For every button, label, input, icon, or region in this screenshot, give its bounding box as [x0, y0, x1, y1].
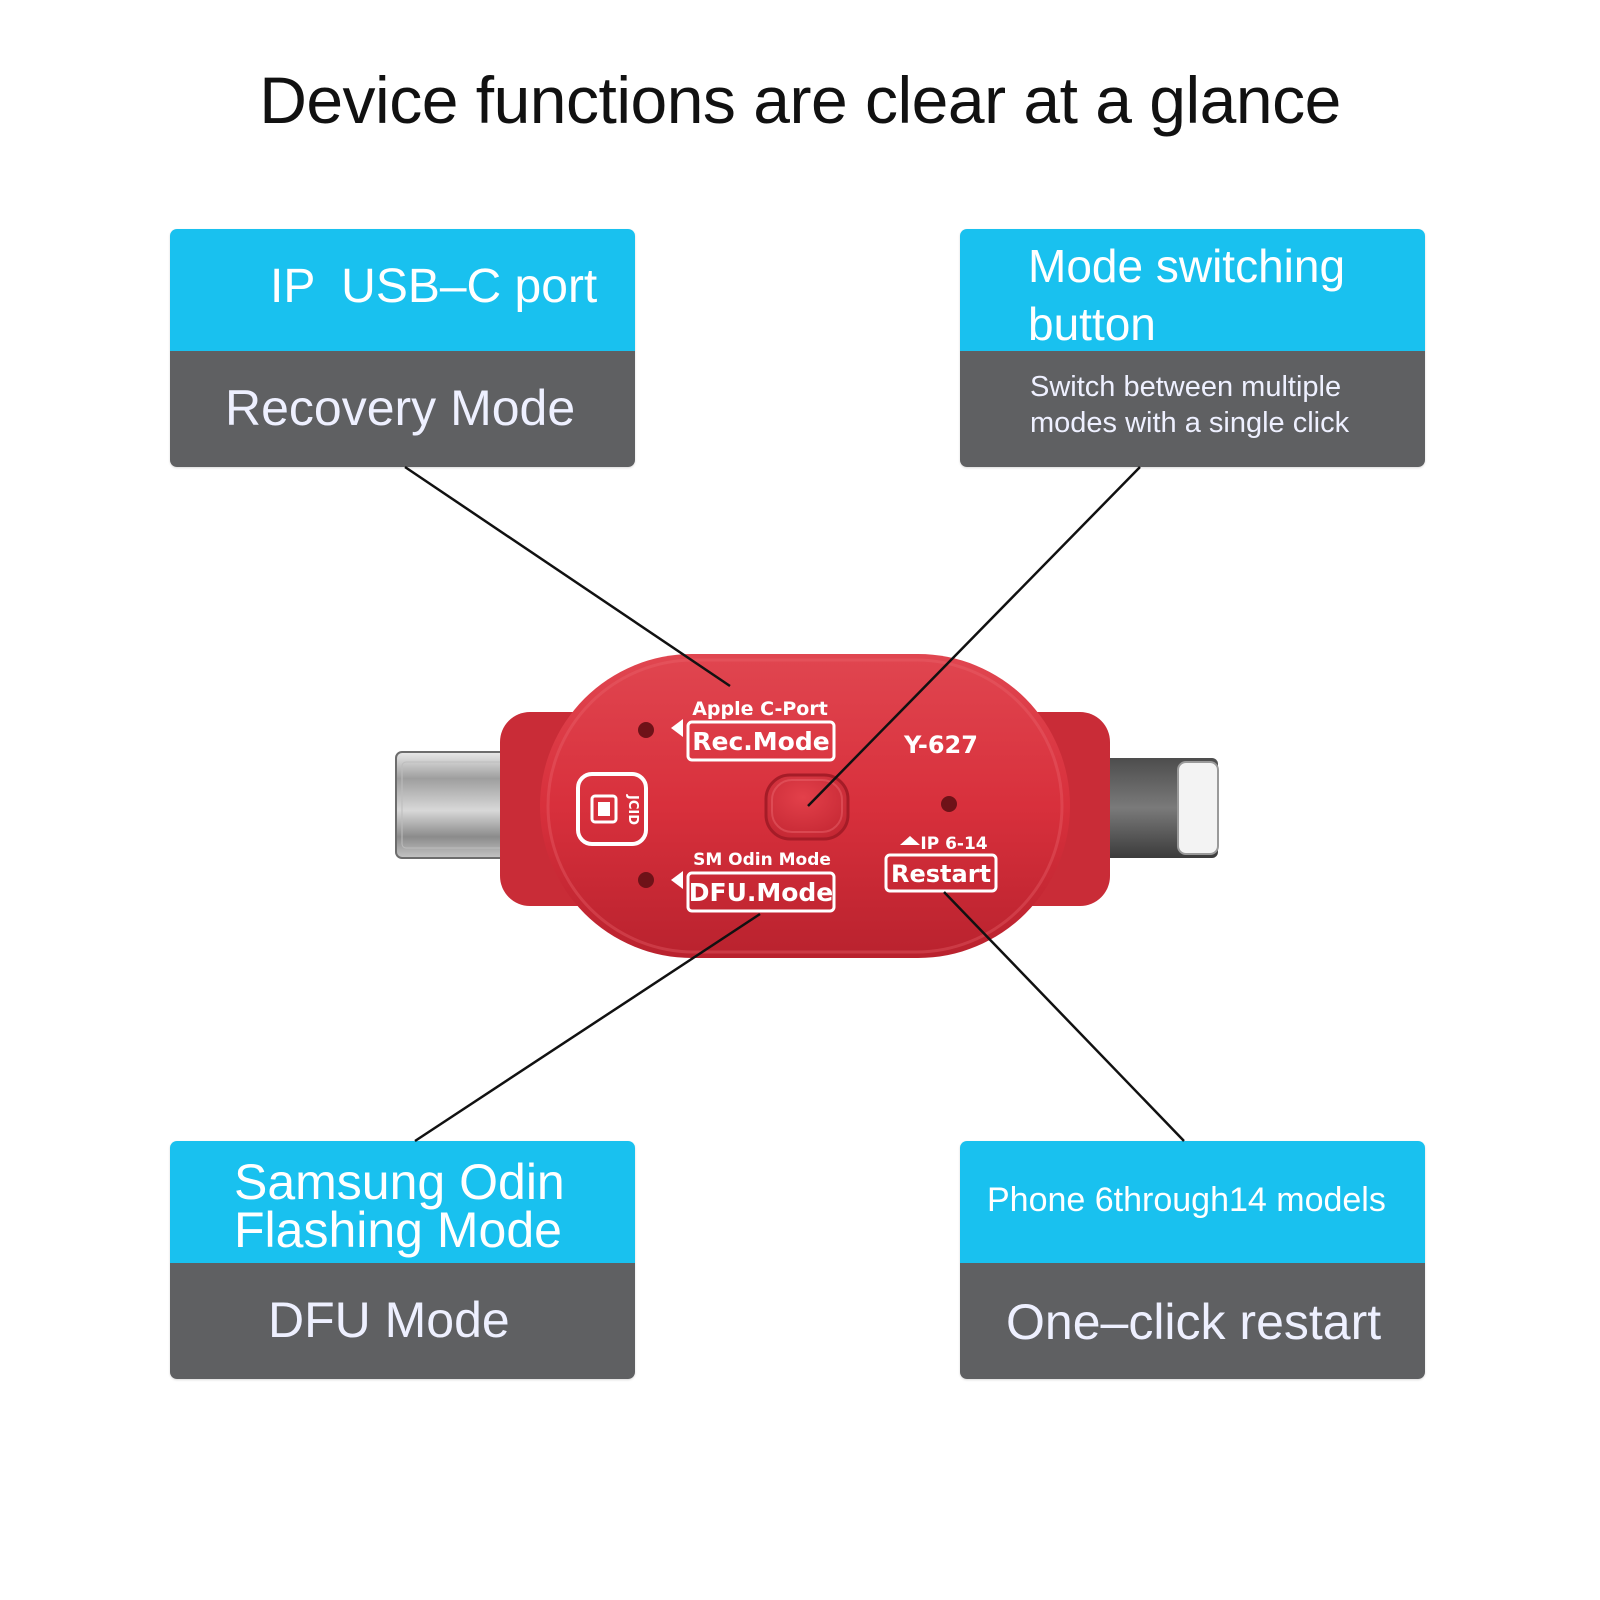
card-subheading: Recovery Mode [225, 380, 576, 436]
card-heading-line1: Samsung Odin [234, 1154, 565, 1210]
dfu-mode-label: SM Odin Mode DFU.Mode [686, 850, 836, 913]
mode-button-card: Mode switching button Switch between mul… [960, 229, 1425, 467]
card-heading-line2: button [1028, 298, 1156, 350]
restart-card: Phone 6through14 models One–click restar… [960, 1141, 1425, 1379]
card-description-line1: Switch between multiple [1030, 371, 1342, 403]
card-heading-line1: Mode switching [1028, 240, 1346, 292]
usbc-port-card: IP USB–C port Recovery Mode [170, 229, 635, 467]
rec-mode-text: Rec.Mode [692, 727, 829, 756]
rec-caption: Apple C-Port [692, 698, 828, 720]
card-subheading: DFU Mode [268, 1292, 510, 1348]
mode-switch-button[interactable] [764, 773, 850, 841]
callout-line-dfu [414, 912, 761, 1143]
usb-c-connector [395, 751, 513, 859]
rec-arrow-icon [671, 719, 683, 737]
restart-arrow-icon [900, 836, 920, 845]
card-body: Recovery Mode [170, 351, 635, 467]
card-subheading: One–click restart [1006, 1294, 1382, 1350]
callout-line-usbc [404, 465, 731, 688]
card-body: DFU Mode [170, 1263, 635, 1379]
card-header: Phone 6through14 models [960, 1141, 1425, 1263]
card-heading-line2: Flashing Mode [234, 1202, 562, 1258]
restart-led-indicator [941, 796, 957, 812]
rec-mode-label: Apple C-Port Rec.Mode [686, 698, 836, 762]
model-label: Y-627 [903, 731, 978, 759]
card-header: Samsung Odin Flashing Mode [170, 1141, 635, 1263]
dfu-mode-card: Samsung Odin Flashing Mode DFU Mode [170, 1141, 635, 1379]
dfu-led-indicator [638, 872, 654, 888]
restart-text: Restart [891, 860, 991, 888]
card-heading: Phone 6through14 models [987, 1181, 1386, 1219]
card-description-line2: modes with a single click [1030, 407, 1350, 439]
jcid-logo-icon: JCID [576, 772, 648, 846]
dfu-mode-text: DFU.Mode [689, 878, 834, 907]
dfu-arrow-icon [671, 871, 683, 889]
card-header: Mode switching button [960, 229, 1425, 351]
rec-led-indicator [638, 722, 654, 738]
dfu-caption: SM Odin Mode [693, 850, 831, 870]
card-header: IP USB–C port [170, 229, 635, 351]
callout-line-mode-button [807, 466, 1141, 807]
logo-text: JCID [625, 794, 640, 825]
restart-label: IP 6-14 Restart [884, 834, 998, 893]
card-heading: IP USB–C port [270, 260, 598, 313]
page-title: Device functions are clear at a glance [259, 63, 1341, 137]
lightning-connector [1100, 758, 1219, 858]
card-body: One–click restart [960, 1263, 1425, 1379]
callout-lines [404, 465, 1185, 1143]
restart-caption: IP 6-14 [920, 834, 987, 854]
callout-line-restart [943, 891, 1185, 1142]
card-body: Switch between multiple modes with a sin… [960, 351, 1425, 467]
